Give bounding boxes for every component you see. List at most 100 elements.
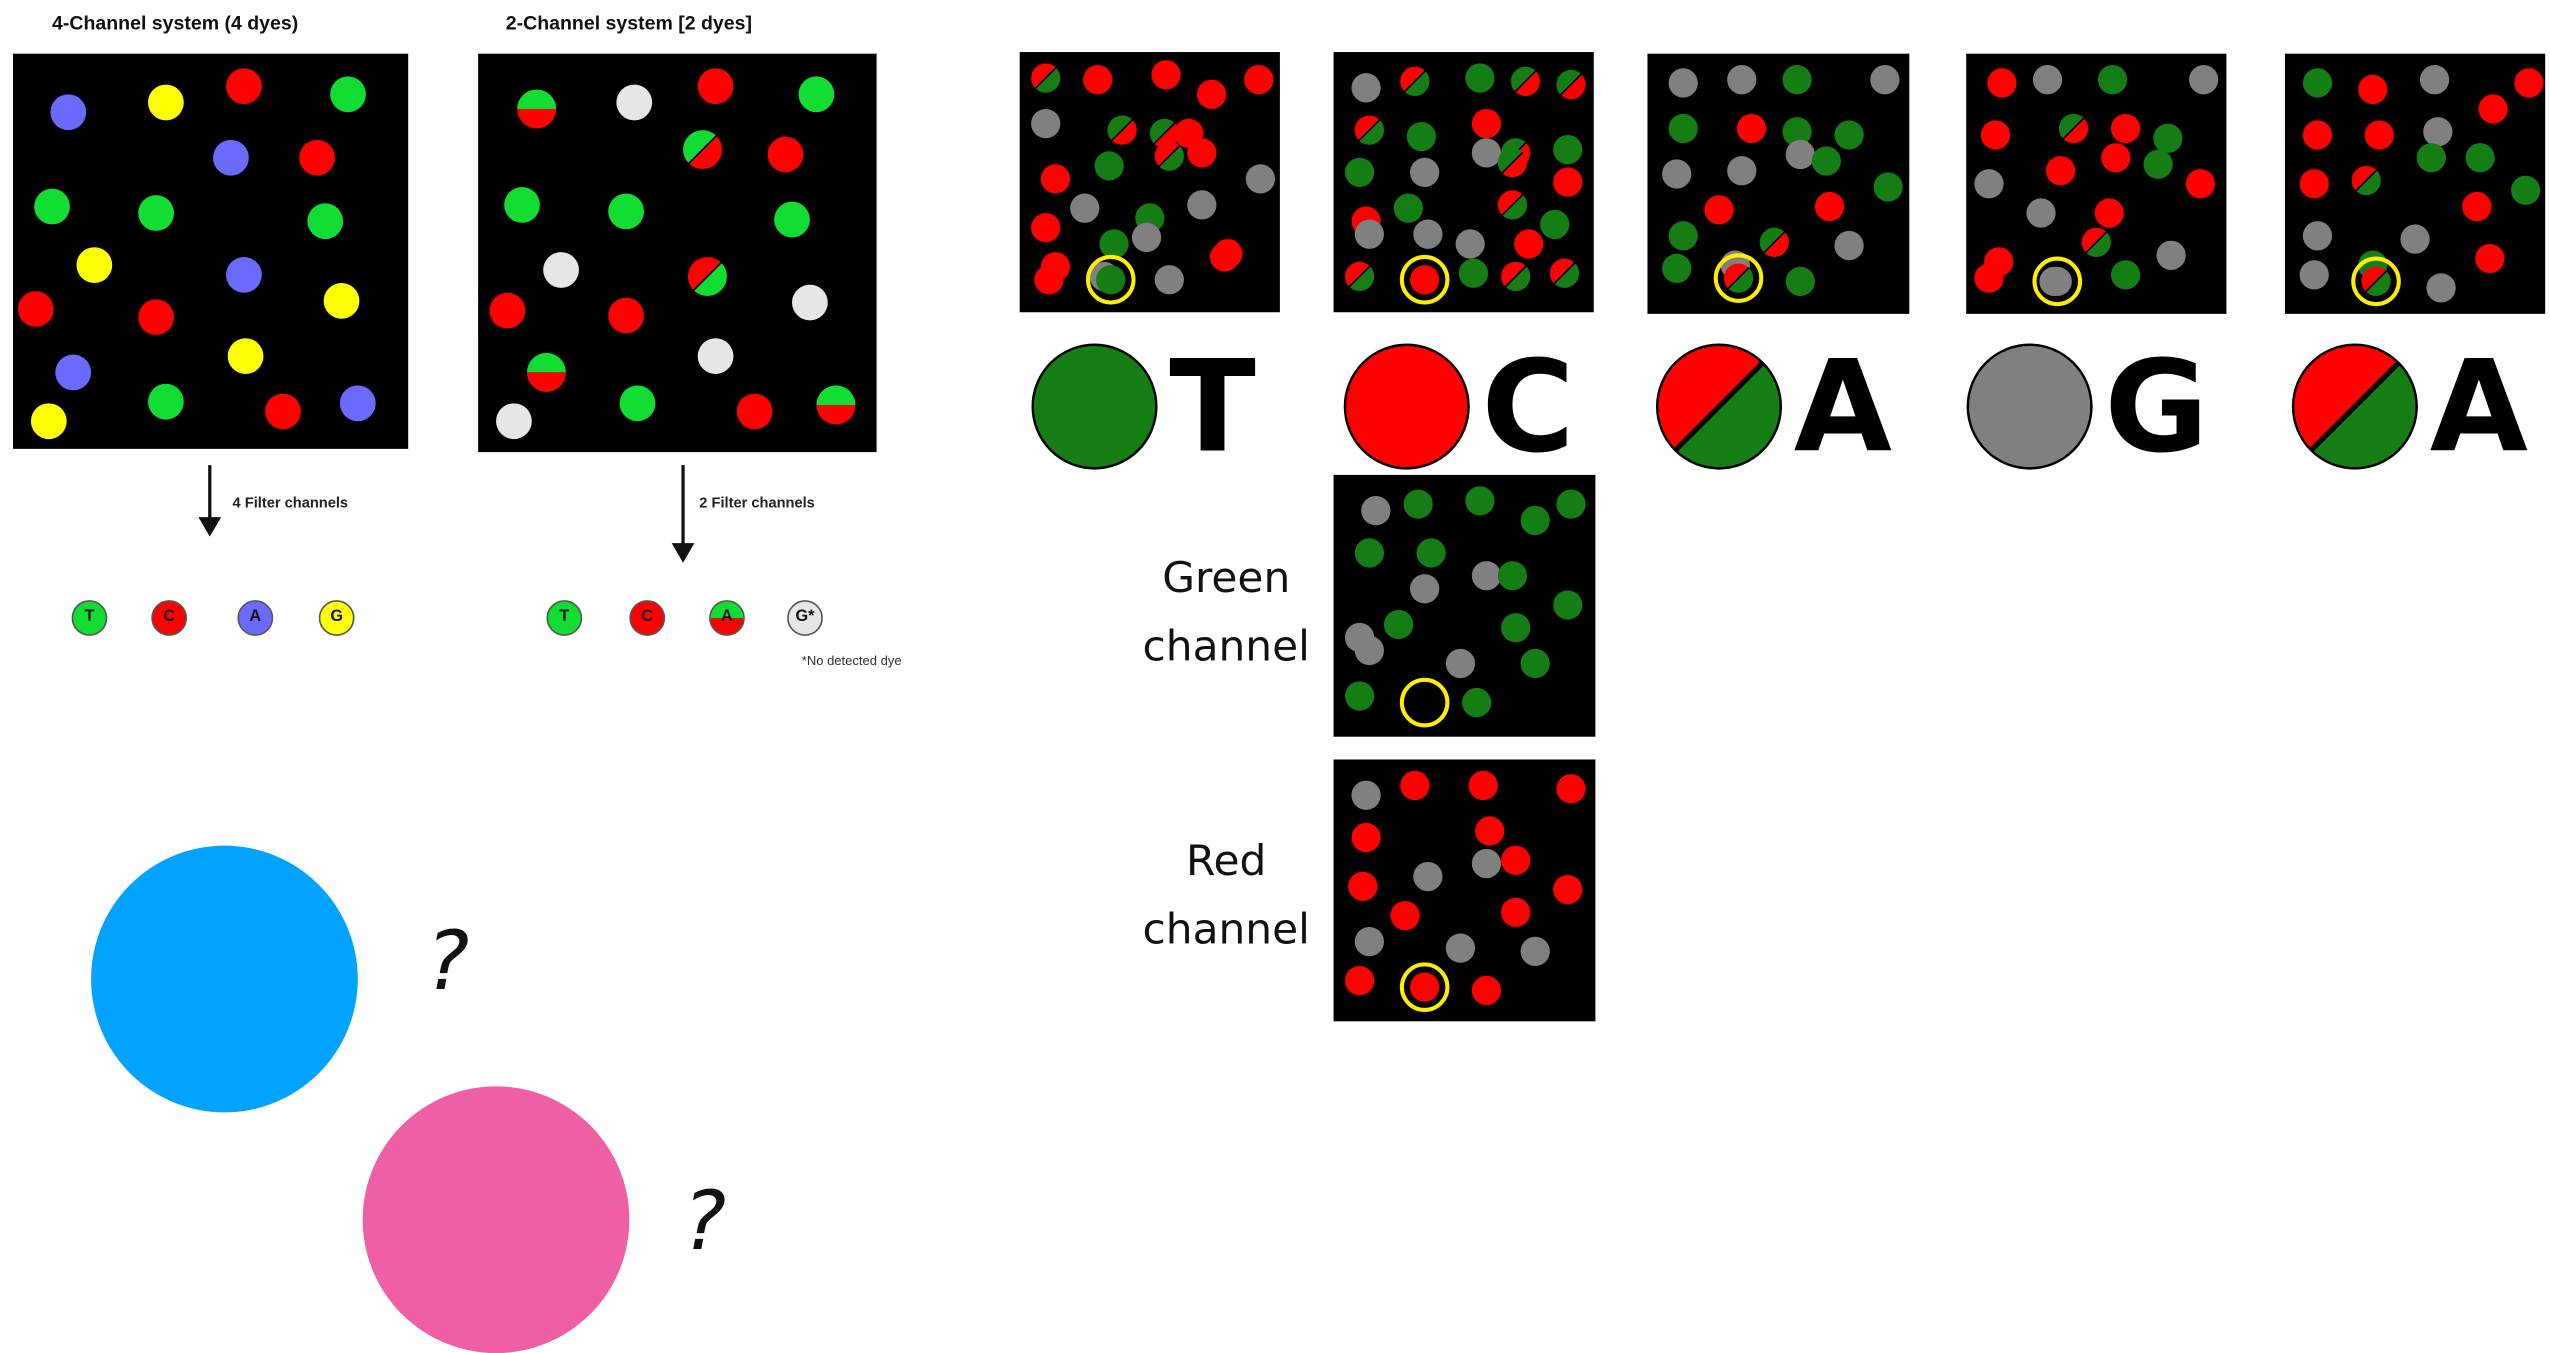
cluster-dot bbox=[1413, 861, 1443, 892]
dye-dot bbox=[17, 291, 54, 327]
cluster-dot bbox=[2110, 113, 2141, 144]
cluster-dot bbox=[1416, 538, 1446, 568]
cluster-dot bbox=[2419, 65, 2450, 95]
cluster-dot bbox=[1361, 496, 1391, 526]
key-circle-a: A bbox=[709, 600, 745, 636]
dye-dot bbox=[697, 68, 734, 105]
dye-dot bbox=[50, 94, 87, 131]
cluster-dot bbox=[1501, 897, 1531, 927]
question-mark-2: ? bbox=[683, 1174, 727, 1269]
cluster-dot bbox=[2364, 120, 2394, 150]
base-letter: C bbox=[1481, 335, 1575, 482]
cluster-dot bbox=[1471, 108, 1502, 139]
cluster-dot bbox=[1403, 489, 1433, 519]
cluster-dot bbox=[2058, 113, 2089, 144]
cluster-dot bbox=[2101, 143, 2131, 173]
two-filter-label: 2 Filter channels bbox=[699, 494, 815, 511]
cluster-dot bbox=[2081, 227, 2111, 257]
cluster-dot bbox=[1413, 219, 1443, 249]
base-letter: T bbox=[1169, 335, 1256, 482]
two-channel-arrow-shaft bbox=[681, 465, 685, 547]
base-call-dot bbox=[1031, 343, 1158, 470]
cluster-dot bbox=[2094, 198, 2124, 228]
key-circle-a: A bbox=[237, 600, 274, 636]
target-ring bbox=[1713, 253, 1764, 303]
base-call-dot bbox=[1655, 343, 1783, 470]
cluster-dot bbox=[1501, 613, 1531, 643]
red-channel-label: Red channel bbox=[1142, 837, 1310, 955]
red-channel-tile bbox=[1333, 759, 1596, 1022]
cluster-dot bbox=[1553, 134, 1583, 165]
cluster-dot bbox=[1354, 926, 1384, 957]
cluster-dot bbox=[2358, 74, 2388, 105]
cluster-dot bbox=[2143, 149, 2173, 179]
cluster-dot bbox=[1759, 227, 1789, 257]
cluster-dot bbox=[1348, 871, 1378, 901]
cluster-dot bbox=[1514, 229, 1544, 259]
cycle-tile-5 bbox=[2284, 53, 2546, 314]
cluster-dot bbox=[2400, 224, 2430, 254]
cluster-dot bbox=[1040, 164, 1071, 194]
cluster-dot bbox=[1131, 222, 1162, 253]
base-letter: G bbox=[2104, 335, 2209, 482]
dye-dot bbox=[138, 299, 175, 336]
base-call-5: A bbox=[2290, 342, 2550, 472]
cluster-dot bbox=[1351, 73, 1381, 103]
cluster-dot bbox=[2188, 65, 2219, 95]
dye-dot bbox=[489, 292, 526, 329]
cluster-dot bbox=[2511, 175, 2541, 205]
dye-dot bbox=[736, 393, 773, 430]
cluster-dot bbox=[2097, 65, 2128, 95]
cluster-dot bbox=[2302, 221, 2333, 251]
key-circle-c: C bbox=[151, 600, 188, 636]
cluster-dot bbox=[1974, 263, 2004, 293]
cluster-dot bbox=[1553, 167, 1583, 197]
pink-dye-dot bbox=[362, 1086, 630, 1353]
four-channel-image bbox=[13, 53, 409, 449]
cluster-dot bbox=[1031, 63, 1061, 93]
dye-dot bbox=[299, 139, 336, 176]
dye-dot bbox=[330, 76, 366, 113]
dye-dot bbox=[265, 393, 301, 430]
dye-dot bbox=[147, 84, 184, 121]
cluster-dot bbox=[1520, 936, 1550, 967]
dye-dot bbox=[147, 383, 184, 420]
cluster-dot bbox=[1834, 230, 1864, 261]
cluster-dot bbox=[1410, 574, 1440, 604]
mixed-dot bbox=[687, 256, 727, 296]
dye-dot bbox=[307, 203, 344, 240]
cluster-dot bbox=[1662, 159, 1692, 189]
key-circle-c: C bbox=[629, 600, 666, 636]
cluster-dot bbox=[1549, 258, 1580, 288]
four-channel-dots bbox=[17, 68, 376, 440]
cluster-dot bbox=[2302, 120, 2333, 150]
cluster-dot bbox=[1510, 66, 1541, 96]
cluster-dot bbox=[1668, 221, 1698, 251]
cluster-dot bbox=[1987, 68, 2017, 98]
cluster-dot bbox=[1244, 65, 1274, 95]
dye-dot bbox=[767, 136, 804, 173]
cluster-dot bbox=[2185, 169, 2216, 199]
dye-dot bbox=[339, 385, 376, 422]
target-ring bbox=[1085, 254, 1136, 305]
dye-dot bbox=[34, 188, 70, 225]
dye-dot bbox=[138, 195, 175, 231]
cluster-dot bbox=[1782, 117, 1812, 147]
dye-dot bbox=[213, 139, 249, 176]
dye-dot bbox=[543, 252, 579, 288]
cluster-dot bbox=[1668, 113, 1698, 144]
dye-dot bbox=[619, 385, 656, 422]
cluster-dot bbox=[1445, 648, 1476, 679]
cluster-dot bbox=[1782, 65, 1812, 95]
cluster-dot bbox=[1245, 164, 1276, 194]
cluster-dot bbox=[1465, 63, 1495, 93]
key-circle-g: G* bbox=[787, 600, 823, 636]
mixed-dot bbox=[816, 385, 856, 425]
target-ring bbox=[1399, 677, 1450, 728]
cluster-dot bbox=[1154, 141, 1184, 171]
cluster-dot bbox=[1390, 900, 1420, 931]
target-cluster bbox=[1723, 263, 1754, 293]
dye-dot bbox=[616, 84, 653, 121]
target-ring bbox=[1399, 962, 1450, 1012]
